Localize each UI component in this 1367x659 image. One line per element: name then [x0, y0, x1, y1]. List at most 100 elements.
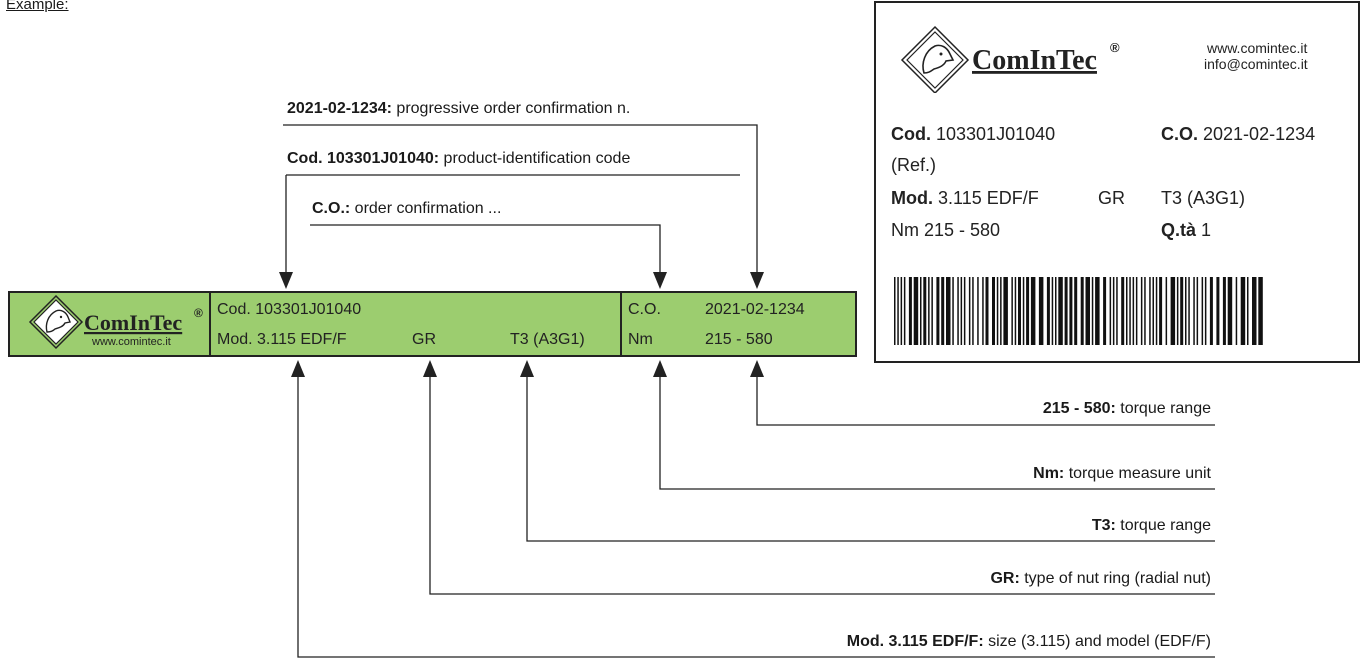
barcode-bar	[985, 277, 989, 345]
barcode-bar	[900, 277, 903, 345]
svg-text:ComInTec: ComInTec	[972, 45, 1097, 76]
arrow-up-2	[423, 360, 437, 377]
arrow-up-5	[750, 360, 764, 377]
annotation-progressive-order: 2021-02-1234: progressive order confirma…	[287, 100, 631, 117]
card-nm: Nm 215 - 580	[891, 220, 1001, 240]
barcode-bar	[1258, 277, 1263, 345]
strip-t3: T3 (A3G1)	[510, 331, 585, 348]
strip-gr: GR	[412, 331, 436, 348]
card-ref: (Ref.)	[891, 155, 936, 175]
barcode-bar	[1240, 277, 1246, 345]
barcode-bar	[1055, 277, 1057, 345]
barcode-bar	[1030, 277, 1036, 345]
card-brand-logo: ComInTec ®	[900, 25, 1120, 93]
barcode-bar	[1235, 277, 1238, 345]
barcode-bar	[1132, 277, 1135, 345]
annotation-product-code: Cod. 103301J01040: product-identificatio…	[287, 150, 631, 167]
barcode-bar	[1193, 277, 1195, 345]
barcode-bar	[1091, 277, 1094, 345]
leader-mod	[297, 375, 1215, 658]
svg-text:®: ®	[1110, 40, 1120, 55]
barcode-bar	[946, 277, 951, 345]
barcode-bar	[963, 277, 966, 345]
barcode-bar	[1069, 277, 1073, 345]
svg-text:ComInTec: ComInTec	[84, 310, 182, 335]
card-code: Cod. 103301J01040	[891, 124, 1056, 144]
leader-cod	[285, 174, 740, 276]
barcode-bar	[1129, 277, 1131, 345]
barcode-bar	[913, 277, 919, 345]
strip-co-value: 2021-02-1234	[705, 301, 805, 318]
barcode-bar	[1196, 277, 1199, 345]
barcode-bar	[1222, 277, 1226, 345]
product-card: ComInTec ® www.comintec.it info@comintec…	[874, 1, 1360, 363]
barcode-bar	[897, 277, 899, 345]
barcode-bar	[1011, 277, 1013, 345]
barcode-bar	[968, 277, 971, 345]
barcode-bar	[960, 277, 963, 345]
barcode-bar	[920, 277, 922, 345]
barcode-bar	[894, 277, 896, 345]
product-label-strip: ComInTec ® www.comintec.it Cod. 103301J0…	[8, 291, 857, 357]
horse-head-icon	[922, 44, 955, 74]
barcode-bar	[928, 277, 930, 345]
barcode-bar	[1112, 277, 1115, 345]
barcode-bar	[1140, 277, 1143, 345]
barcode-bar	[936, 277, 940, 345]
barcode-bar	[1000, 277, 1002, 345]
barcode-bar	[1170, 277, 1176, 345]
card-email: info@comintec.it	[1204, 56, 1308, 72]
arrow-up-4	[653, 360, 667, 377]
card-co: C.O. 2021-02-1234	[1161, 124, 1316, 144]
card-t3: T3 (A3G1)	[1161, 188, 1246, 208]
barcode-bar	[1058, 277, 1063, 345]
example-heading: Example:	[6, 0, 69, 13]
annotation-t3: T3: torque range	[1091, 517, 1211, 534]
barcode-bar	[1064, 277, 1068, 345]
barcode-bar	[1252, 277, 1257, 345]
barcode-bar	[1144, 277, 1146, 345]
barcode-bar	[1014, 277, 1017, 345]
horse-head-icon	[45, 309, 71, 333]
barcode-bar	[1176, 277, 1179, 345]
barcode-bar	[1103, 277, 1107, 345]
barcode-bar	[1149, 277, 1151, 345]
barcode-bar	[1116, 277, 1118, 345]
arrow-up-3	[520, 360, 534, 377]
barcode-bar	[1247, 277, 1249, 345]
barcode-bar	[1095, 277, 1100, 345]
barcode-bar	[1080, 277, 1084, 345]
barcode-bar	[972, 277, 974, 345]
barcode	[894, 277, 1263, 345]
leader-co	[310, 224, 661, 276]
strip-code: Cod. 103301J01040	[217, 301, 362, 318]
strip-nm-value: 215 - 580	[705, 331, 773, 348]
arrow-down-2	[653, 272, 667, 289]
annotation-torque-range-value: 215 - 580: torque range	[1042, 400, 1211, 417]
barcode-bar	[952, 277, 954, 345]
barcode-bar	[996, 277, 999, 345]
strip-nm-key: Nm	[628, 331, 653, 348]
barcode-bar	[1046, 277, 1050, 345]
barcode-bar	[957, 277, 959, 345]
annotation-gr: GR: type of nut ring (radial nut)	[990, 570, 1211, 587]
barcode-bar	[908, 277, 912, 345]
barcode-bar	[923, 277, 927, 345]
card-qta: Q.tà 1	[1161, 220, 1212, 240]
barcode-bar	[1038, 277, 1044, 345]
barcode-bar	[1152, 277, 1154, 345]
arrow-down-3	[750, 272, 764, 289]
barcode-bar	[1216, 277, 1220, 345]
barcode-bar	[1155, 277, 1158, 345]
barcode-bar	[1074, 277, 1078, 345]
barcode-bar	[1003, 277, 1008, 345]
barcode-bar	[931, 277, 933, 345]
barcode-bar	[1180, 277, 1184, 345]
barcode-bar	[941, 277, 945, 345]
barcode-bar	[1209, 277, 1213, 345]
barcode-bar	[1026, 277, 1030, 345]
brand-logo: ComInTec ®	[28, 294, 203, 350]
annotation-model: Mod. 3.115 EDF/F: size (3.115) and model…	[846, 633, 1211, 650]
leader-gr	[429, 375, 1215, 595]
